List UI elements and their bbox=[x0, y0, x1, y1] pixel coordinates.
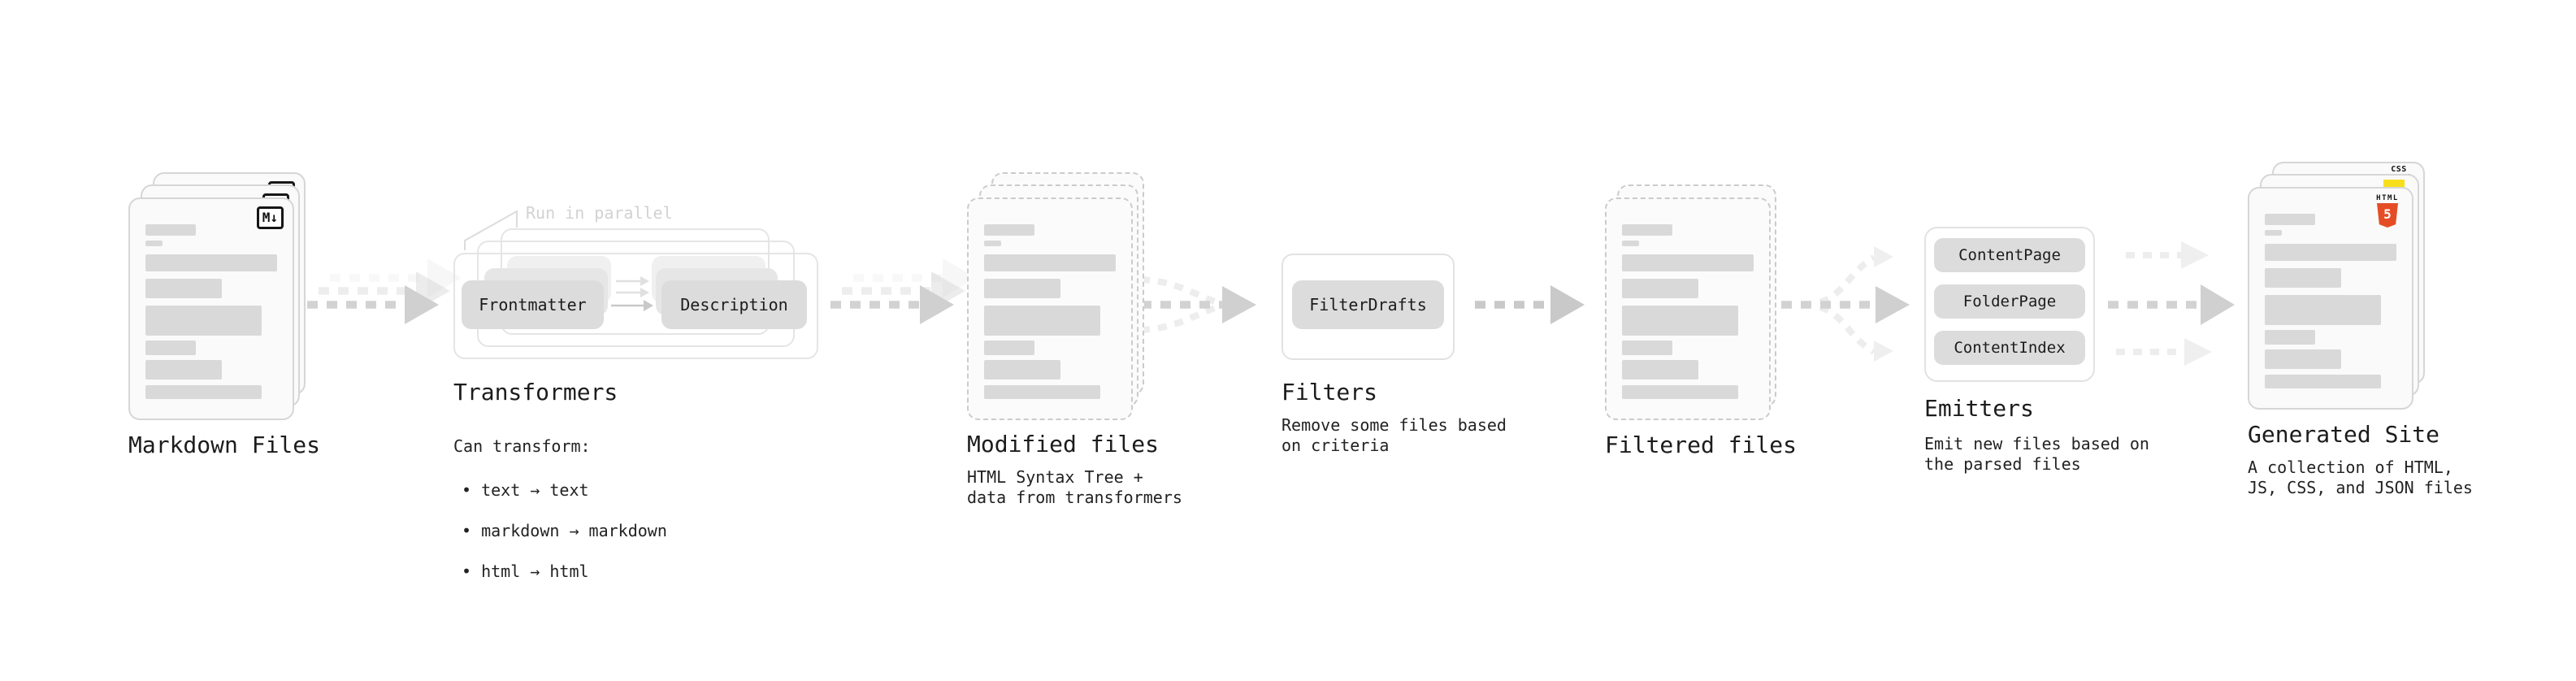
placeholder-text-bar bbox=[984, 385, 1100, 399]
placeholder-text-bar bbox=[984, 224, 1034, 236]
placeholder-text-bar bbox=[145, 279, 222, 298]
placeholder-text-bar bbox=[984, 254, 1116, 271]
emitter-pill-folderpage: FolderPage bbox=[1934, 284, 2085, 319]
placeholder-text-bar bbox=[1622, 360, 1698, 380]
emitters-description: Emit new files based on the parsed files bbox=[1924, 434, 2149, 474]
emitter-pill-contentpage: ContentPage bbox=[1934, 238, 2085, 272]
placeholder-text-bar bbox=[145, 254, 277, 271]
markdown-files-title: Markdown Files bbox=[128, 432, 321, 458]
run-in-parallel-annotation: Run in parallel bbox=[526, 203, 673, 223]
arrow-frontmatter-to-description bbox=[611, 276, 653, 311]
filters-description: Remove some files based on criteria bbox=[1281, 415, 1507, 455]
html5-icon: HTML 5 bbox=[2373, 194, 2402, 228]
filters-title: Filters bbox=[1281, 379, 1378, 406]
placeholder-text-bar bbox=[2265, 330, 2315, 345]
run-in-parallel-leader-line bbox=[464, 210, 518, 250]
placeholder-text-bar bbox=[145, 306, 262, 336]
placeholder-text-bar bbox=[1622, 306, 1738, 336]
placeholder-text-bar bbox=[145, 360, 222, 380]
html5-icon-label: HTML bbox=[2376, 194, 2399, 202]
filtered-file-card-front bbox=[1605, 197, 1771, 420]
html5-icon-shield: 5 bbox=[2377, 203, 2398, 228]
filtered-files-title: Filtered files bbox=[1605, 432, 1798, 458]
modified-files-title: Modified files bbox=[967, 431, 1160, 458]
placeholder-text-lines bbox=[2265, 214, 2396, 388]
placeholder-text-bar bbox=[1622, 385, 1738, 399]
arrow-markdown-to-transformers bbox=[307, 258, 462, 324]
emitters-title: Emitters bbox=[1924, 395, 2034, 422]
placeholder-text-bar bbox=[145, 241, 163, 246]
placeholder-text-bar bbox=[2265, 230, 2283, 236]
placeholder-text-bar bbox=[145, 340, 196, 355]
placeholder-text-bar bbox=[2265, 214, 2315, 225]
placeholder-text-bar bbox=[2265, 349, 2341, 369]
transformer-pill-frontmatter: Frontmatter bbox=[462, 280, 604, 329]
placeholder-text-bar bbox=[1622, 241, 1640, 246]
placeholder-text-lines bbox=[1622, 224, 1754, 399]
filter-pill-filterdrafts: FilterDrafts bbox=[1292, 280, 1444, 329]
placeholder-text-lines bbox=[984, 224, 1116, 399]
markdown-file-card-front: M↓ bbox=[128, 197, 294, 420]
placeholder-text-bar bbox=[2265, 244, 2396, 261]
placeholder-text-bar bbox=[145, 385, 262, 399]
placeholder-text-lines bbox=[145, 224, 277, 399]
placeholder-text-bar bbox=[2265, 268, 2341, 288]
transformers-bullet: • html → html bbox=[462, 562, 589, 581]
arrow-modified-to-filters bbox=[1140, 276, 1256, 333]
placeholder-text-bar bbox=[1622, 224, 1672, 236]
generated-site-description: A collection of HTML, JS, CSS, and JSON … bbox=[2248, 458, 2473, 497]
modified-files-description: HTML Syntax Tree + data from transformer… bbox=[967, 467, 1182, 507]
transformers-description: Can transform: • text → text • markdown … bbox=[453, 416, 667, 602]
transformers-bullet: • markdown → markdown bbox=[462, 521, 667, 540]
arrow-transformers-to-modified bbox=[830, 258, 977, 324]
transformer-pill-description: Description bbox=[661, 280, 807, 329]
transformers-title: Transformers bbox=[453, 379, 618, 406]
transformers-bullet: • text → text bbox=[462, 480, 589, 500]
generated-site-title: Generated Site bbox=[2248, 421, 2440, 448]
placeholder-text-bar bbox=[1622, 340, 1672, 355]
arrow-filtered-to-emitters bbox=[1781, 246, 1910, 362]
arrow-filters-to-filtered bbox=[1475, 285, 1585, 324]
placeholder-text-bar bbox=[1622, 279, 1698, 298]
modified-file-card-front bbox=[967, 197, 1133, 420]
placeholder-text-bar bbox=[984, 340, 1034, 355]
css-icon-label: CSS bbox=[2391, 165, 2407, 174]
placeholder-text-bar bbox=[984, 241, 1002, 246]
placeholder-text-bar bbox=[984, 279, 1060, 298]
transformers-container-front bbox=[453, 253, 818, 359]
placeholder-text-bar bbox=[984, 306, 1100, 336]
arrow-emitters-to-generated bbox=[2108, 241, 2235, 366]
placeholder-text-bar bbox=[2265, 295, 2381, 325]
markdown-icon: M↓ bbox=[256, 206, 284, 229]
generated-file-card-front: HTML 5 bbox=[2248, 187, 2413, 410]
emitter-pill-contentindex: ContentIndex bbox=[1934, 331, 2085, 365]
placeholder-text-bar bbox=[145, 224, 196, 236]
transformers-desc-heading: Can transform: bbox=[453, 436, 591, 456]
placeholder-text-bar bbox=[984, 360, 1060, 380]
placeholder-text-bar bbox=[1622, 254, 1754, 271]
placeholder-text-bar bbox=[2265, 375, 2381, 388]
